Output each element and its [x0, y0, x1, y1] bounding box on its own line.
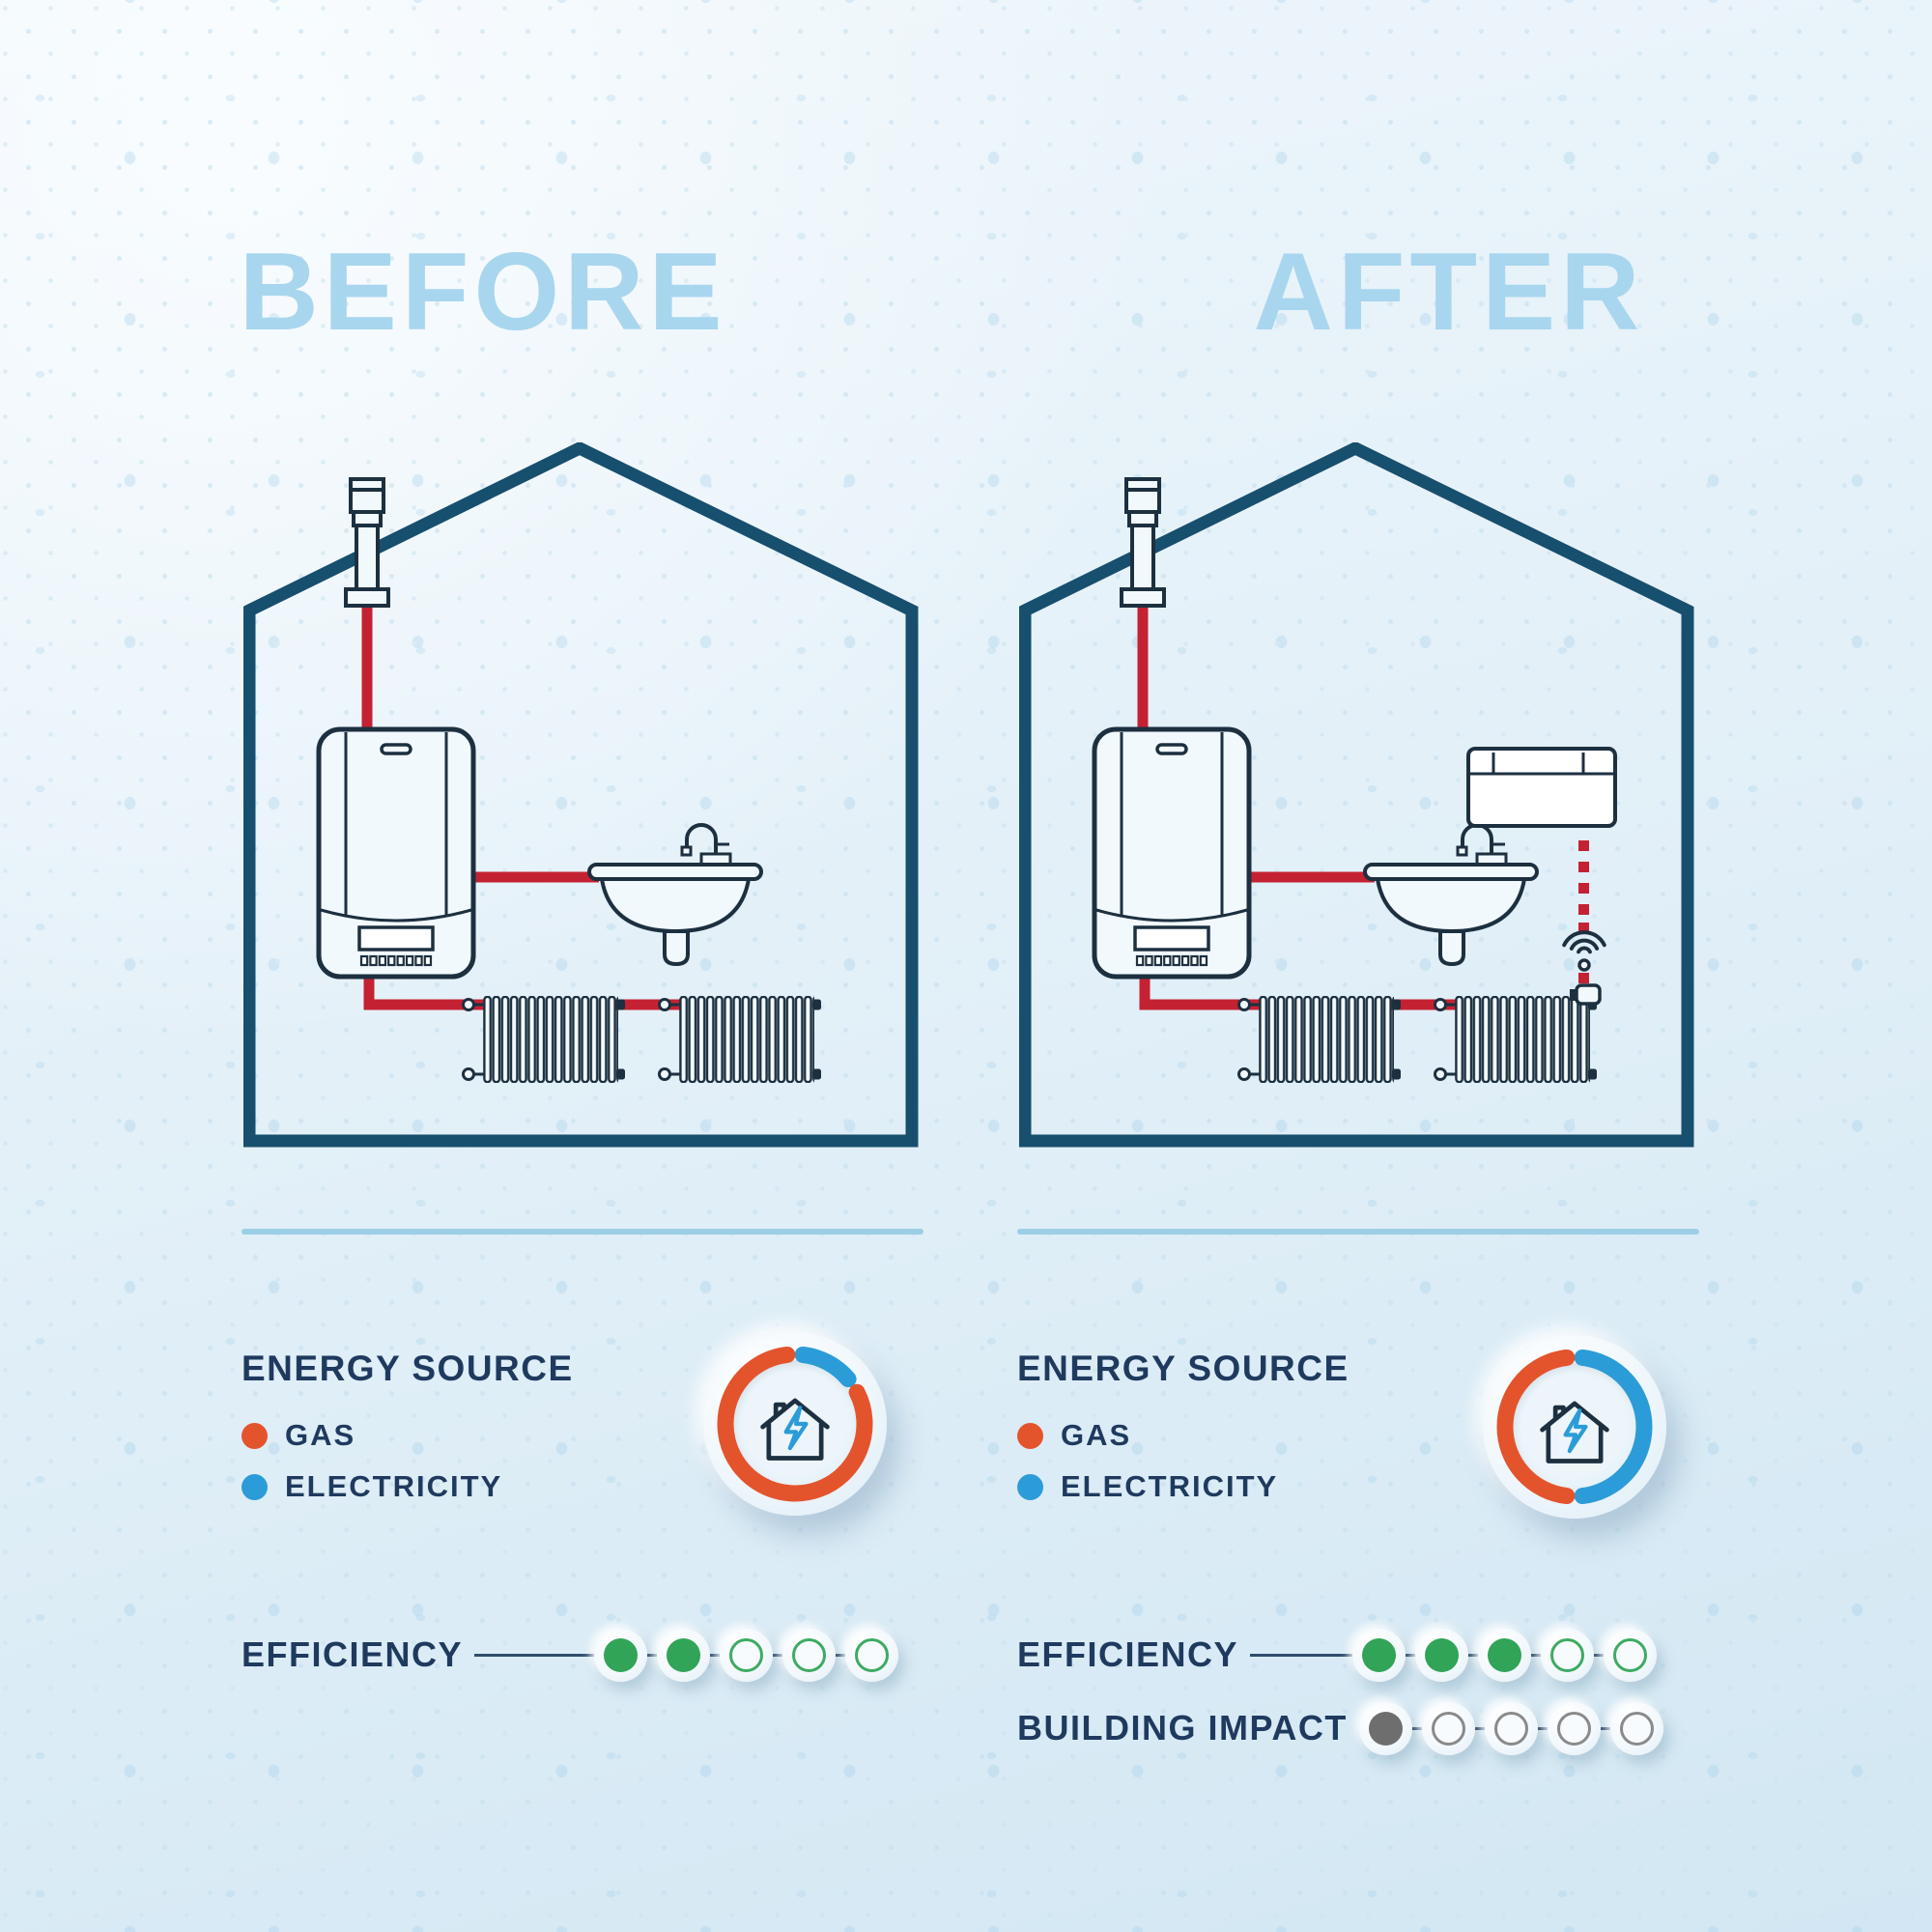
rating-connector: [710, 1653, 720, 1657]
before-house-diagram: [243, 442, 920, 1148]
rating-dot-filled: [1352, 1628, 1406, 1682]
efficiency-label: EFFICIENCY: [1017, 1634, 1239, 1674]
legend-electricity-label: ELECTRICITY: [285, 1469, 503, 1503]
rating-connector: [1531, 1653, 1541, 1657]
rating-dot-empty: [1604, 1628, 1657, 1682]
rating-dot-filled: [594, 1628, 647, 1682]
house-energy-icon: [760, 1398, 830, 1461]
rating-line: [1250, 1653, 1352, 1657]
donut-ring: [1496, 1349, 1653, 1505]
rating-dot-empty: [845, 1628, 898, 1682]
rating-dot-empty: [1484, 1701, 1538, 1755]
rating-dot-empty: [1547, 1701, 1601, 1755]
rating-dot-filled: [657, 1628, 710, 1682]
building-impact-rating-after: BUILDING IMPACT: [1017, 1700, 1663, 1756]
rating-connector: [647, 1653, 657, 1657]
rating-dot-empty: [1609, 1701, 1663, 1755]
rating-connector: [1600, 1726, 1610, 1730]
rating-dots: [1352, 1628, 1657, 1682]
gas-dot-icon: [1017, 1422, 1043, 1449]
electricity-dot-icon: [1017, 1473, 1043, 1500]
rating-dot-filled: [1358, 1701, 1412, 1755]
gas-dot-icon: [242, 1422, 268, 1449]
donut-segment-gas: [1496, 1349, 1576, 1505]
rating-dots: [1358, 1701, 1663, 1755]
divider: [1017, 1229, 1699, 1235]
rating-dot-empty: [782, 1628, 836, 1682]
legend-gas: GAS: [242, 1418, 355, 1453]
donut-ring: [717, 1346, 873, 1502]
after-house-diagram: [1019, 442, 1695, 1148]
rating-dots: [594, 1628, 898, 1682]
after-title: AFTER: [1253, 231, 1645, 354]
electricity-dot-icon: [242, 1473, 268, 1500]
legend-gas-label: GAS: [1061, 1418, 1132, 1452]
legend-electricity: ELECTRICITY: [1017, 1469, 1278, 1504]
rating-dot-filled: [1415, 1628, 1468, 1682]
before-title: BEFORE: [239, 231, 727, 354]
rating-dot-empty: [1541, 1628, 1594, 1682]
legend-electricity: ELECTRICITY: [242, 1469, 502, 1504]
house-energy-icon: [1540, 1401, 1609, 1463]
rating-connector: [1406, 1653, 1415, 1657]
building-impact-label: BUILDING IMPACT: [1017, 1708, 1348, 1747]
donut-segment-electricity: [1574, 1349, 1653, 1505]
lightning-bolt-icon: [1563, 1408, 1588, 1454]
donut-segment-electricity: [794, 1346, 857, 1388]
divider: [242, 1229, 923, 1235]
rating-dot-empty: [1421, 1701, 1475, 1755]
energy-source-header: ENERGY SOURCE: [1017, 1349, 1350, 1388]
rating-connector: [1468, 1653, 1478, 1657]
donut-segment-gas: [717, 1346, 873, 1502]
efficiency-rating-after: EFFICIENCY: [1017, 1627, 1657, 1683]
rating-connector: [1411, 1726, 1422, 1730]
efficiency-rating-before: EFFICIENCY: [242, 1627, 898, 1683]
legend-electricity-label: ELECTRICITY: [1061, 1469, 1279, 1503]
legend-gas: GAS: [1017, 1418, 1131, 1453]
rating-dot-empty: [720, 1628, 773, 1682]
rating-connector: [1474, 1726, 1485, 1730]
rating-dot-filled: [1478, 1628, 1531, 1682]
energy-source-header: ENERGY SOURCE: [242, 1349, 574, 1388]
energy-donut-chart-before: [703, 1332, 887, 1516]
rating-connector: [1537, 1726, 1548, 1730]
efficiency-label: EFFICIENCY: [242, 1634, 464, 1674]
rating-connector: [1594, 1653, 1604, 1657]
energy-donut-chart-after: [1483, 1335, 1666, 1519]
rating-connector: [773, 1653, 782, 1657]
rating-connector: [836, 1653, 845, 1657]
legend-gas-label: GAS: [285, 1418, 356, 1452]
rating-line: [474, 1653, 594, 1657]
lightning-bolt-icon: [783, 1406, 809, 1451]
